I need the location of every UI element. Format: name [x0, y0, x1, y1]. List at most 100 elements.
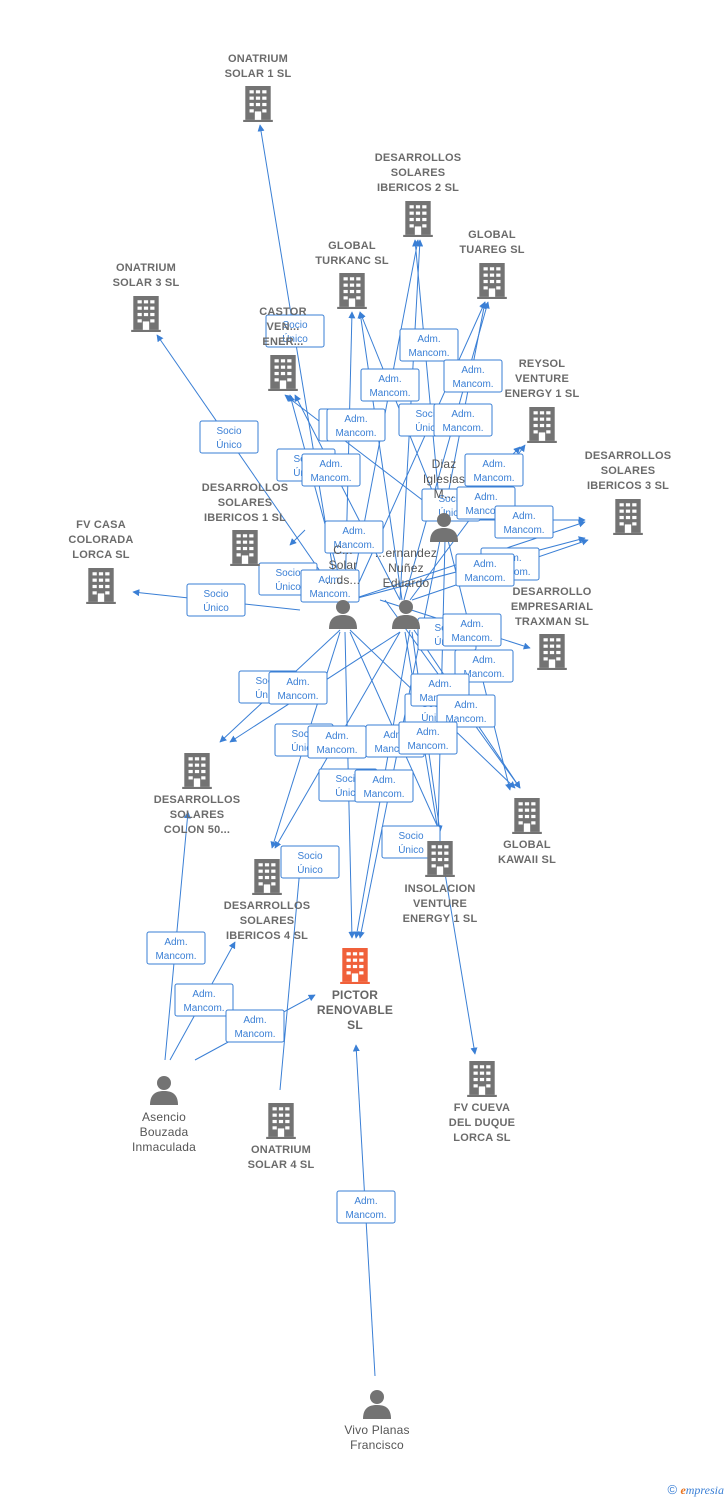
company-node-kawaii[interactable]: GLOBAL KAWAII SL — [498, 798, 556, 866]
copyright-notice: © empresia — [668, 1482, 725, 1498]
node-label: RENOVABLE — [317, 1003, 393, 1017]
edge-label-text: Socio — [335, 774, 360, 785]
node-label: Diaz — [432, 457, 457, 471]
node-label: EMPRESARIAL — [511, 601, 593, 613]
edge-label-text: Adm. — [417, 334, 440, 345]
node-label: DESARROLLOS — [375, 152, 462, 164]
edge-label-text: Socio — [203, 589, 228, 600]
edge-label-text: Adm. — [451, 409, 474, 420]
person-icon — [329, 600, 357, 629]
node-label: FV CASA — [76, 519, 126, 531]
person-node-diaz[interactable]: DiazIglesiasM... — [423, 457, 465, 542]
edge-label-text: Mancom. — [155, 951, 196, 962]
edge-label-text: Mancom. — [407, 741, 448, 752]
node-label: GLOBAL — [503, 839, 551, 851]
edge-label-text: Adm. — [428, 679, 451, 690]
node-label: INSOLACION — [404, 883, 475, 895]
edge-label-text: Mancom. — [333, 540, 374, 551]
node-label: SOLAR 3 SL — [113, 277, 180, 289]
edge-label-adm-mancom: Adm.Mancom. — [225, 1009, 285, 1043]
edge-label-text: Mancom. — [408, 348, 449, 359]
edge-label-text: Único — [297, 863, 323, 876]
relation-edge — [357, 311, 403, 601]
node-label: IBERICOS 2 SL — [377, 182, 459, 194]
node-label: VENTURE — [413, 898, 467, 910]
edge-label-adm-mancom: Adm.Mancom. — [307, 725, 367, 759]
node-label: GLOBAL — [328, 240, 376, 252]
person-node-castorsolar[interactable]: C...Solar...ds... — [326, 543, 360, 629]
node-label: ONATRIUM — [251, 1144, 311, 1156]
edge-label-text: Socio — [255, 676, 280, 687]
node-label: Vivo Planas — [344, 1423, 409, 1437]
edge-label-text: Mancom. — [369, 388, 410, 399]
node-label: ENERGY 1 SL — [505, 388, 580, 400]
edge-label-adm-mancom: Adm. Mancom. — [399, 328, 459, 362]
edge-label-adm-mancom: Adm.Mancom. — [436, 694, 496, 728]
node-label: REYSOL — [519, 358, 566, 370]
relation-edge — [412, 239, 441, 511]
company-node-castor[interactable]: CASTORVEN...ENER... — [259, 306, 307, 391]
edge-label-text: Mancom. — [464, 573, 505, 584]
edge-label-adm-mancom: Adm.Mancom. — [326, 408, 386, 442]
building-icon — [337, 273, 367, 309]
relation-edge — [156, 334, 341, 601]
edge-label-adm-mancom: Adm.Mancom. — [301, 453, 361, 487]
building-icon — [266, 1103, 296, 1139]
node-label: ...ds... — [326, 573, 360, 587]
node-label: DEL DUQUE — [449, 1117, 515, 1129]
node-label: KAWAII SL — [498, 854, 556, 866]
edge-label-text: Socio — [297, 851, 322, 862]
person-icon — [363, 1390, 391, 1419]
edge-label-adm-mancom: Adm.Mancom. — [174, 983, 234, 1017]
building-icon — [537, 634, 567, 670]
edge-label-text: Mancom. — [309, 589, 350, 600]
relation-edge — [289, 529, 306, 546]
relation-edge — [257, 124, 339, 601]
node-label: TRAXMAN SL — [515, 616, 589, 628]
edge-label-text: Mancom. — [463, 669, 504, 680]
edge-label-adm-mancom: Adm.Mancom. — [300, 569, 360, 603]
edge-label-adm-mancom: Adm.Mancom. — [464, 453, 524, 487]
node-label: SOLAR 1 SL — [225, 68, 292, 80]
building-icon — [613, 499, 643, 535]
edge-label-text: Mancom. — [316, 745, 357, 756]
node-label: DESARROLLOS — [154, 794, 241, 806]
edge-label-adm-mancom: Adm.Mancom. — [268, 671, 328, 705]
edge-label-text: Mancom. — [503, 525, 544, 536]
edge-label-text: Socio — [282, 320, 307, 331]
node-label: IBERICOS 4 SL — [226, 930, 308, 942]
node-label: SOLARES — [218, 497, 273, 509]
node-label: CASTOR — [259, 306, 306, 318]
edge-label-text: Único — [203, 601, 229, 614]
node-label: SOLAR 4 SL — [248, 1159, 315, 1171]
relation-edge — [294, 394, 401, 601]
company-node-onatrium4[interactable]: ONATRIUM SOLAR 4 SL — [248, 1103, 315, 1171]
edge-label-text: Adm. — [461, 365, 484, 376]
edge-label-text: Socio — [438, 494, 463, 505]
edge-label-text: Adm. — [383, 730, 406, 741]
node-label: Asencio — [142, 1110, 186, 1124]
edge-label-adm-mancom: Adm.Mancom. — [433, 403, 493, 437]
node-label: Inmaculada — [132, 1140, 196, 1154]
